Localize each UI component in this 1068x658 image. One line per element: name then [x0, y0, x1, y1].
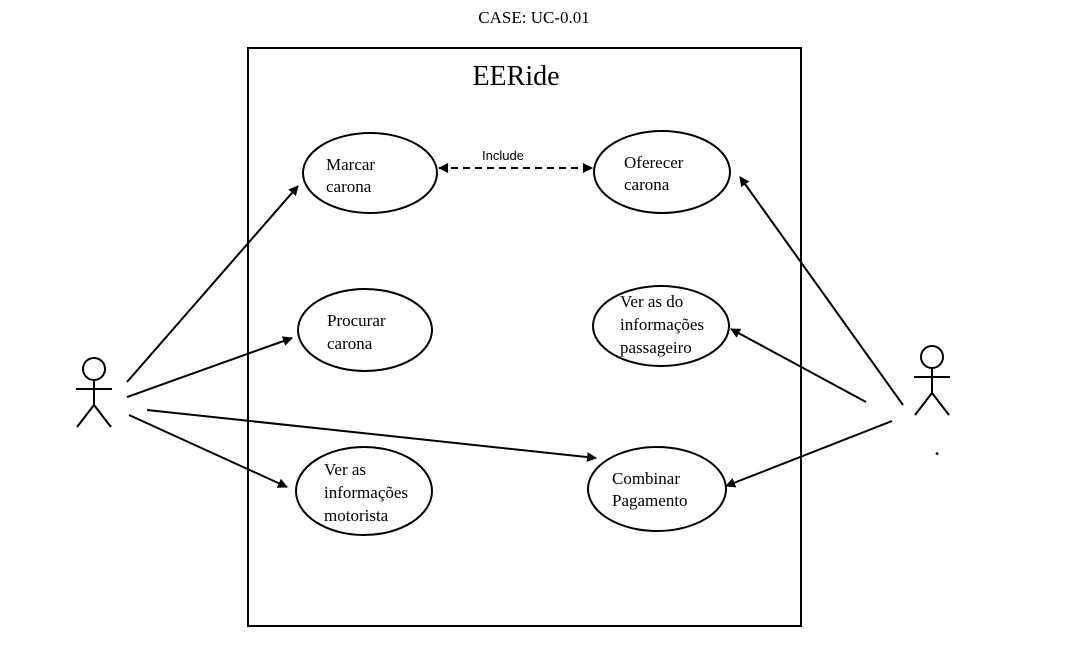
use-case-label-line: Ver as do	[620, 292, 683, 311]
use-case-label-line: carona	[624, 175, 670, 194]
use-case-label: Ver as do informações passageiro	[620, 292, 708, 357]
actor-leg	[76, 404, 95, 428]
association-arrow	[126, 336, 293, 398]
system-boundary	[247, 47, 802, 627]
use-case-label: Oferecer carona	[624, 153, 688, 194]
use-case-label-line: Ver as	[324, 460, 366, 479]
use-case-label-line: Pagamento	[612, 491, 688, 510]
diagram-title: CASE: UC-0.01	[478, 8, 589, 27]
right-actor-icon[interactable]	[914, 345, 950, 416]
use-case-label-line: Procurar	[327, 311, 386, 330]
use-case-ellipse	[302, 132, 438, 214]
actor-leg	[93, 404, 112, 428]
use-case-label-line: Oferecer	[624, 153, 684, 172]
association-arrow	[739, 176, 904, 406]
use-case-label: Ver as informações motorista	[324, 460, 412, 525]
use-case-label: Combinar Pagamento	[612, 469, 688, 510]
association-arrow	[725, 420, 893, 488]
use-case-label-line: Combinar	[612, 469, 680, 488]
use-case-ellipse	[587, 446, 727, 532]
association-arrow	[146, 409, 597, 463]
use-case-marcar-carona[interactable]: Marcar carona	[302, 132, 438, 214]
use-case-ver-informacoes-passageiro[interactable]: Ver as do informações passageiro	[592, 285, 730, 367]
actor-leg	[931, 392, 950, 416]
association-arrow	[126, 185, 299, 383]
use-case-ellipse	[592, 285, 730, 367]
association-arrow	[128, 414, 288, 488]
system-name: EERide	[472, 61, 559, 92]
use-case-label-line: carona	[327, 334, 373, 353]
use-case-ellipse	[297, 288, 433, 372]
use-case-ellipse	[295, 446, 433, 536]
use-case-ver-informacoes-motorista[interactable]: Ver as informações motorista	[295, 446, 433, 536]
use-case-label: Procurar carona	[327, 311, 390, 353]
use-case-label-line: informações	[620, 315, 704, 334]
use-case-label-line: carona	[326, 177, 372, 196]
use-case-label-line: Marcar	[326, 155, 375, 174]
use-case-procurar-carona[interactable]: Procurar carona	[297, 288, 433, 372]
include-label: Include	[482, 148, 524, 163]
right-actor-label: .	[935, 439, 940, 459]
use-case-oferecer-carona[interactable]: Oferecer carona	[593, 130, 731, 214]
association-arrow	[730, 328, 867, 403]
actor-head	[82, 357, 106, 381]
actor-head	[920, 345, 944, 369]
use-case-label-line: motorista	[324, 506, 389, 525]
actor-leg	[914, 392, 933, 416]
use-case-label-line: informações	[324, 483, 408, 502]
use-case-combinar-pagamento[interactable]: Combinar Pagamento	[587, 446, 727, 532]
use-case-label-line: passageiro	[620, 338, 692, 357]
use-case-label: Marcar carona	[326, 155, 379, 196]
left-actor-icon[interactable]	[76, 357, 112, 428]
use-case-ellipse	[593, 130, 731, 214]
